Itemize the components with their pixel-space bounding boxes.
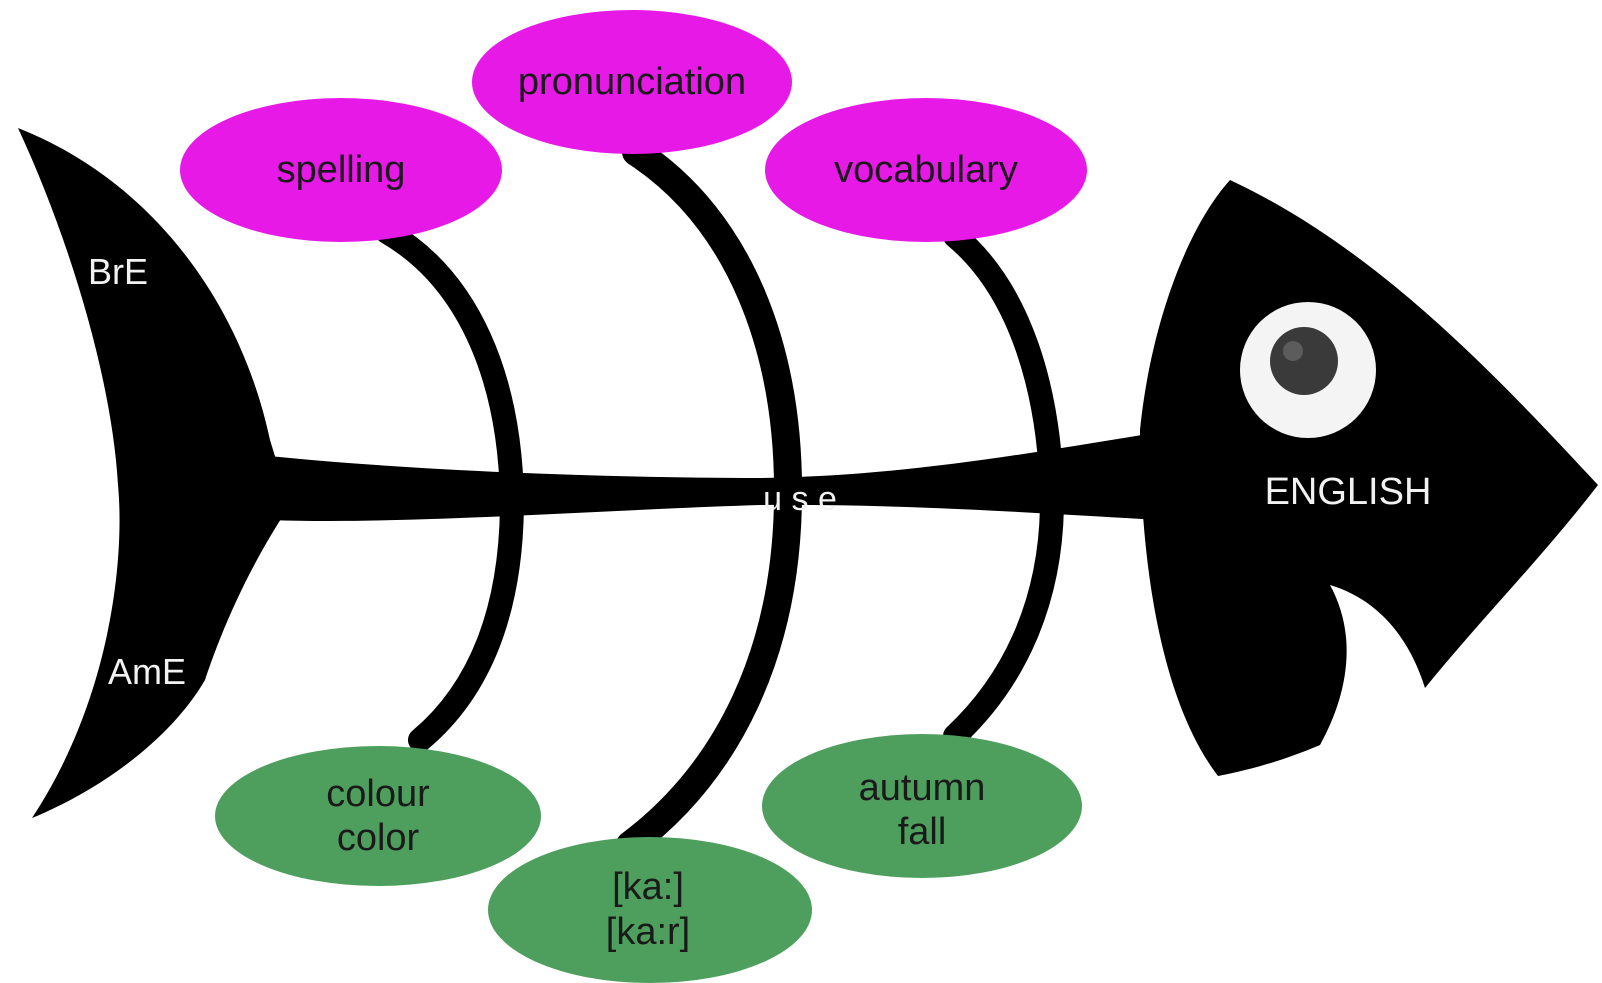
example-bubble-vocabulary (762, 734, 1082, 878)
example-vocabulary-bre: autumn (859, 767, 986, 809)
category-bubble-vocabulary (765, 98, 1087, 242)
spine-label: u s e (763, 480, 837, 518)
category-bubble-pronunciation (472, 10, 792, 154)
example-pronunciation-ame: [ka:r] (606, 911, 690, 953)
head-label: ENGLISH (1265, 471, 1432, 513)
category-label-vocabulary: vocabulary (834, 149, 1018, 191)
example-bubble-spelling (215, 746, 541, 886)
example-pronunciation-bre: [ka:] (612, 866, 684, 908)
spine (260, 432, 1160, 522)
example-spelling-bre: colour (326, 773, 430, 815)
rib-vocabulary (943, 224, 1065, 748)
example-vocabulary-ame: fall (898, 811, 947, 853)
example-bubble-pronunciation (488, 837, 812, 983)
category-bubble-spelling (180, 98, 502, 242)
rib-pronunciation (616, 138, 803, 859)
fish-pupil (1270, 327, 1338, 395)
tail-fin (18, 128, 290, 818)
category-label-pronunciation: pronunciation (518, 61, 746, 103)
example-spelling-ame: color (337, 817, 420, 859)
category-label-spelling: spelling (277, 149, 406, 191)
tail-label-ame: AmE (108, 651, 186, 692)
tail-label-bre: BrE (88, 251, 148, 292)
rib-spelling (375, 220, 525, 752)
fish-pupil-highlight (1283, 341, 1303, 361)
